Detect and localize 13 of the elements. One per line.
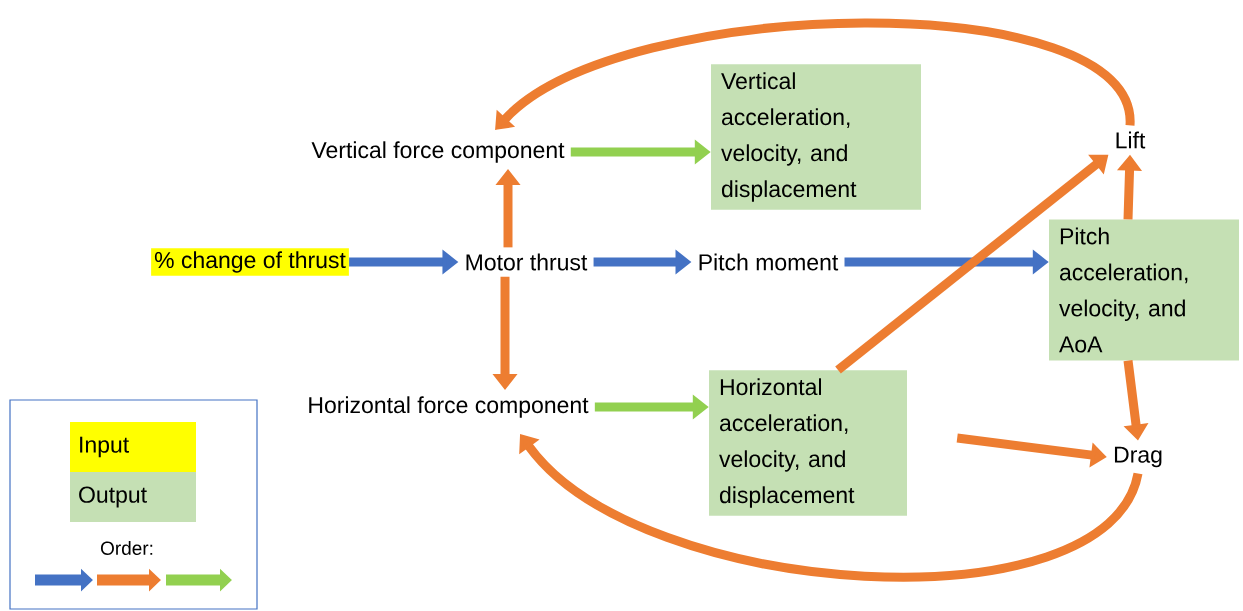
- process-label: Drag: [1114, 446, 1162, 468]
- output-box: Horizontal acceleration, velocity, and displacement: [709, 370, 907, 516]
- input-label: % change of thrust: [151, 248, 349, 276]
- output-box: Vertical acceleration, velocity, and displacement: [711, 64, 921, 210]
- arrow: [495, 18, 1135, 130]
- process-label: Pitch moment: [699, 253, 839, 271]
- output-box: Pitch acceleration, velocity, and AoA: [1049, 219, 1239, 361]
- process-label: Horizontal force component: [309, 396, 589, 418]
- process-label: Motor thrust: [466, 253, 588, 271]
- process-label: Vertical force component: [311, 141, 565, 163]
- process-label: Lift: [1116, 131, 1146, 149]
- arrow: [519, 434, 1143, 581]
- heading-label: Order:: [100, 541, 153, 555]
